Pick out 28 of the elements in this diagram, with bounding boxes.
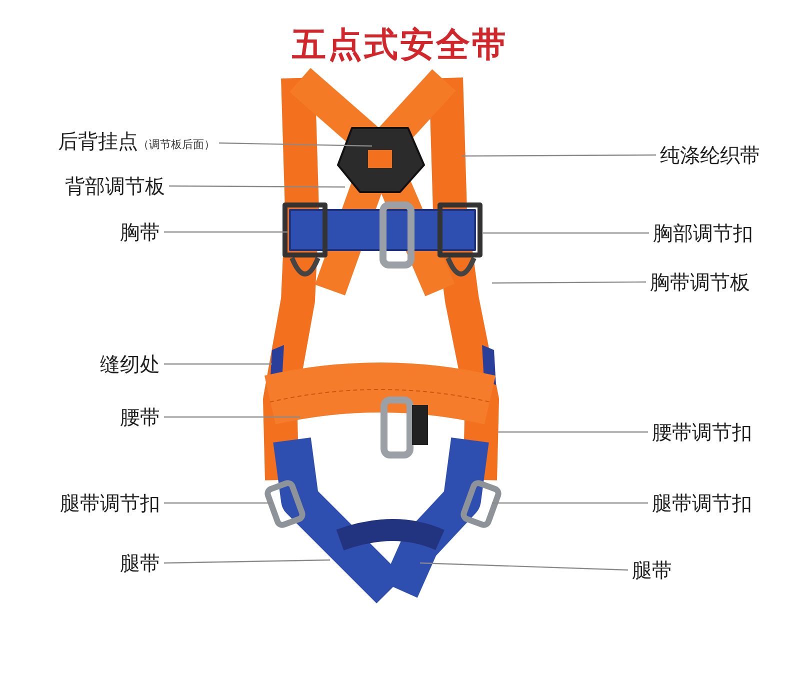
- leader-line: [482, 232, 649, 234]
- part-note: （调节板后面）: [138, 138, 215, 151]
- part-label: 胸带: [120, 220, 160, 244]
- part-label: 纯涤纶织带: [660, 143, 760, 167]
- part-label: 胸部调节扣: [653, 221, 753, 245]
- part-label: 背部调节板: [65, 174, 165, 198]
- part-label: 腿带: [632, 558, 672, 582]
- leader-line: [462, 154, 656, 157]
- leader-line: [218, 142, 372, 147]
- leader-line: [164, 502, 272, 504]
- leader-line: [492, 281, 646, 284]
- part-label: 腿带调节扣: [652, 491, 752, 515]
- leader-line: [164, 231, 288, 233]
- part-label: 腰带: [120, 405, 160, 429]
- part-label: 后背挂点: [58, 129, 138, 153]
- part-label: 腿带调节扣: [60, 491, 160, 515]
- part-label: 腿带: [120, 551, 160, 575]
- part-label: 胸带调节板: [650, 270, 750, 294]
- part-label: 缝纫处: [100, 352, 160, 376]
- leader-line: [498, 431, 648, 433]
- title: 五点式安全带: [291, 24, 509, 67]
- leader-line: [164, 363, 272, 365]
- part-label: 腰带调节扣: [652, 420, 752, 444]
- leader-line: [492, 502, 648, 504]
- leader-line: [164, 416, 300, 418]
- leader-line: [420, 562, 628, 571]
- leader-line: [164, 559, 330, 564]
- leader-line: [169, 185, 345, 188]
